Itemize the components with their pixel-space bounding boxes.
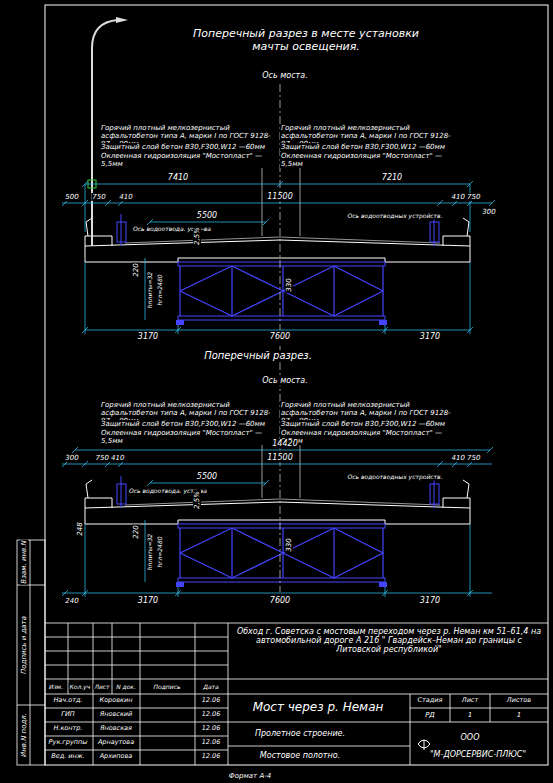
dimension: 5500 [196, 211, 218, 220]
note-text: Взам. инв.N [20, 539, 28, 584]
dimension: 500 [64, 193, 79, 201]
note-text: Вед. инж. [50, 753, 85, 760]
dimension: 2,5% [193, 226, 201, 246]
note-text: ГИП [60, 711, 75, 718]
dimension: 410 750 [451, 193, 482, 201]
note-text: Ось моста. [261, 71, 308, 80]
dimension: 300 [481, 208, 496, 216]
note-text: Яновский [99, 711, 134, 718]
note-text: Оклеенная гидроизоляция "Мостопласт" —5,… [100, 429, 277, 445]
note-text: Формат А-4 [228, 772, 272, 780]
note-text: Кол.уч [69, 683, 92, 690]
note-text: hгл=2480 [157, 273, 164, 306]
dimension: 12.06 [201, 711, 222, 718]
note-text: Инв.N подл. [20, 712, 28, 758]
note-text: Изм. [48, 683, 64, 690]
note-text: Мостовое полотно. [259, 751, 341, 760]
note-text: Нач.отд. [52, 697, 83, 704]
dimension: 240 [64, 597, 79, 605]
dimension: 750 410 [95, 454, 126, 462]
note-text: Архипова [99, 753, 134, 760]
note-text: Подпись [153, 683, 182, 690]
dimension: 12.06 [201, 753, 222, 760]
dimension: 750 [91, 193, 106, 201]
note-text: Обход г. Советска с мостовым переходом ч… [232, 627, 546, 655]
section-title: Поперечный разрез в месте установки мачт… [190, 28, 422, 53]
dimension: 300 [64, 454, 79, 462]
note-text: РД [424, 711, 436, 719]
note-text: "М-ДОРСЕРВИС-ПЛЮС" [429, 750, 527, 759]
note-text: Защитный слой бетон В30,F300,W12 —60мм [280, 420, 457, 428]
dimension: 7600 [269, 332, 291, 341]
dimension: 410 750 [451, 454, 482, 462]
dimension: 248 [76, 521, 84, 536]
note-text: Поперечный разрез. [203, 350, 313, 362]
note-text: Защитный слой бетон В30,F300,W12 —60мм [100, 420, 277, 428]
dimension: 7210 [381, 173, 403, 182]
dimension: 3170 [137, 596, 159, 605]
dimension: 2,5% [193, 490, 201, 510]
dimension: 7410 [167, 173, 189, 182]
note-text: Рук.группы [48, 739, 89, 746]
note-text: Ось водоотводных устройств. [346, 213, 443, 220]
note-text: Оклеенная гидроизоляция "Мостопласт" —5,… [280, 152, 457, 168]
dimension: 14420 [271, 439, 298, 448]
note-text: Защитный слой бетон В30,F300,W12 —60мм [280, 143, 457, 151]
note-text: Ось водоотводных устройств. [346, 474, 443, 481]
note-text: ООО [460, 733, 481, 742]
dimension: 410 [118, 193, 133, 201]
note-text: Оклеенная гидроизоляция "Мостопласт" —5,… [100, 152, 277, 168]
dimension: 12.06 [201, 725, 222, 732]
dimension: 5500 [196, 472, 218, 481]
dimension: 220 [132, 524, 140, 539]
note-text: hплиты=32 [147, 533, 154, 571]
dimension: 11500 [266, 192, 293, 201]
note-text: Ось моста. [261, 376, 308, 385]
dimension: 12.06 [201, 739, 222, 746]
note-text: Лист [461, 697, 479, 704]
dimension: 1 [516, 711, 522, 719]
dimension: 220 [132, 262, 140, 277]
note-text: Яновская [99, 725, 133, 732]
dimension: 3170 [419, 332, 441, 341]
dimension: 330 [285, 537, 293, 552]
note-text: hгл=2480 [157, 535, 164, 568]
note-text: Стадия [417, 697, 444, 704]
dimension: 3170 [137, 332, 159, 341]
note-text: Лист [93, 683, 110, 690]
dimension: 3170 [419, 596, 441, 605]
dimension: 330 [285, 277, 293, 292]
note-text: Дата [202, 683, 220, 690]
dimension: 11500 [266, 453, 293, 462]
note-text: N док. [115, 683, 137, 690]
note-text: Коровкин [99, 697, 134, 704]
note-text: Мост через р. Неман [252, 701, 385, 715]
dimension: 1 [467, 711, 473, 719]
dimension: 12.06 [201, 697, 222, 704]
note-text: Подпись и дата [20, 615, 28, 675]
note-text: Листов [506, 697, 532, 704]
note-text: hплиты=32 [147, 271, 154, 309]
dimension: 7600 [269, 596, 291, 605]
note-text: Пролетное строение. [254, 729, 346, 738]
note-text: Н.контр. [52, 725, 83, 732]
note-text: Оклеенная гидроизоляция "Мостопласт" —5,… [280, 429, 457, 445]
note-text: Защитный слой бетон В30,F300,W12 —60мм [100, 143, 277, 151]
note-text: Арнаутова [97, 739, 135, 746]
